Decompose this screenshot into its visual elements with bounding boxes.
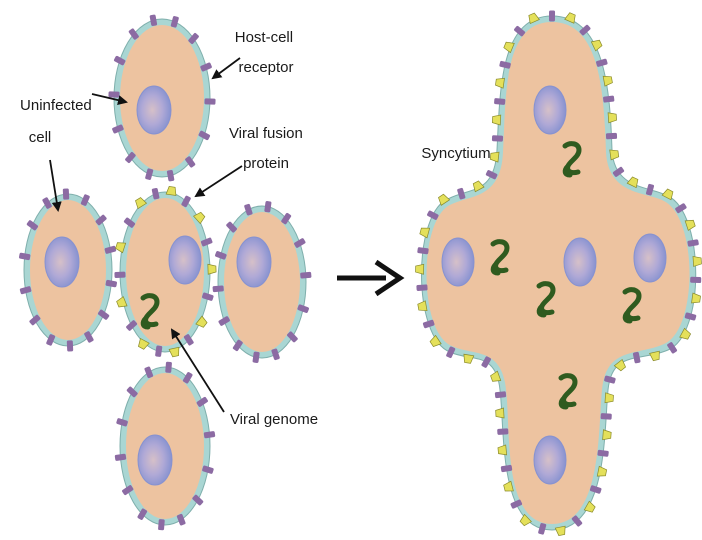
receptor-icon (603, 95, 615, 102)
uninfected-cell-bottom (115, 362, 216, 531)
nucleus-icon (634, 234, 666, 282)
fusion-protein-icon (603, 75, 613, 86)
nucleus-icon (45, 237, 79, 287)
uninfected-cell-right (212, 201, 311, 363)
nucleus-icon (534, 86, 566, 134)
uninfected-cell-left (19, 188, 117, 351)
pointer-host-cell-receptor (213, 58, 240, 78)
receptor-icon (158, 519, 165, 530)
receptor-icon (606, 133, 617, 139)
fusion-protein-icon (490, 151, 499, 162)
infected-cell-center (114, 186, 216, 357)
label-viral-genome: Viral genome (230, 411, 318, 428)
receptor-icon (204, 98, 215, 104)
receptor-icon (108, 91, 119, 97)
nucleus-icon (237, 237, 271, 287)
fusion-protein-icon (492, 115, 501, 125)
fusion-protein-icon (555, 526, 566, 536)
fusion-protein-icon (415, 264, 423, 274)
fusion-protein-icon (603, 430, 612, 441)
fusion-protein-icon (608, 112, 617, 123)
fusion-protein-icon (693, 256, 702, 266)
receptor-icon (300, 272, 311, 279)
fusion-protein-icon (417, 301, 427, 312)
receptor-icon (63, 188, 69, 199)
label-viral-fusion-protein-line2: protein (243, 155, 289, 172)
receptor-icon (494, 98, 505, 105)
receptor-icon (497, 428, 508, 435)
label-host-cell-receptor-line2: receptor (238, 59, 293, 76)
nucleus-icon (534, 436, 566, 484)
receptor-icon (165, 362, 172, 373)
fusion-protein-icon (605, 393, 614, 404)
fusion-protein-icon (166, 186, 177, 195)
label-host-cell-receptor-line1: Host-cell (235, 29, 293, 46)
fusion-protein-icon (692, 293, 701, 304)
nucleus-icon (137, 86, 171, 134)
fusion-protein-icon (597, 466, 607, 477)
fusion-protein-icon (208, 264, 216, 274)
receptor-icon (114, 272, 125, 278)
label-viral-fusion-protein: Viral fusion protein (229, 125, 307, 172)
label-uninfected-cell: Uninfected cell (20, 97, 96, 146)
uninfected-cell-top (108, 14, 215, 181)
fusion-protein-icon (463, 354, 474, 364)
receptor-icon (549, 10, 555, 21)
receptor-icon (212, 285, 223, 292)
label-viral-fusion-protein-line1: Viral fusion (229, 125, 303, 142)
receptor-icon (492, 135, 503, 142)
syncytium-cell (415, 10, 701, 535)
label-host-cell-receptor: Host-cell receptor (235, 29, 298, 76)
receptor-icon (416, 284, 427, 291)
arrow-right-icon (337, 262, 400, 294)
label-uninfected-cell-line2: cell (29, 129, 52, 146)
fusion-protein-icon (650, 351, 662, 361)
nucleus-icon (169, 236, 201, 284)
fusion-protein-icon (169, 347, 180, 357)
fusion-protein-icon (498, 445, 507, 456)
label-uninfected-cell-line1: Uninfected (20, 97, 92, 114)
pointer-viral-fusion-protein (196, 166, 242, 196)
fusion-protein-icon (495, 77, 504, 88)
fusion-protein-icon (496, 408, 505, 418)
receptor-icon (601, 413, 612, 420)
nucleus-icon (138, 435, 172, 485)
receptor-icon (690, 277, 701, 283)
fusion-protein-icon (610, 149, 619, 160)
receptor-icon (495, 391, 507, 398)
receptor-icon (67, 340, 73, 351)
nucleus-icon (442, 238, 474, 286)
nucleus-icon (564, 238, 596, 286)
label-syncytium: Syncytium (421, 145, 490, 162)
